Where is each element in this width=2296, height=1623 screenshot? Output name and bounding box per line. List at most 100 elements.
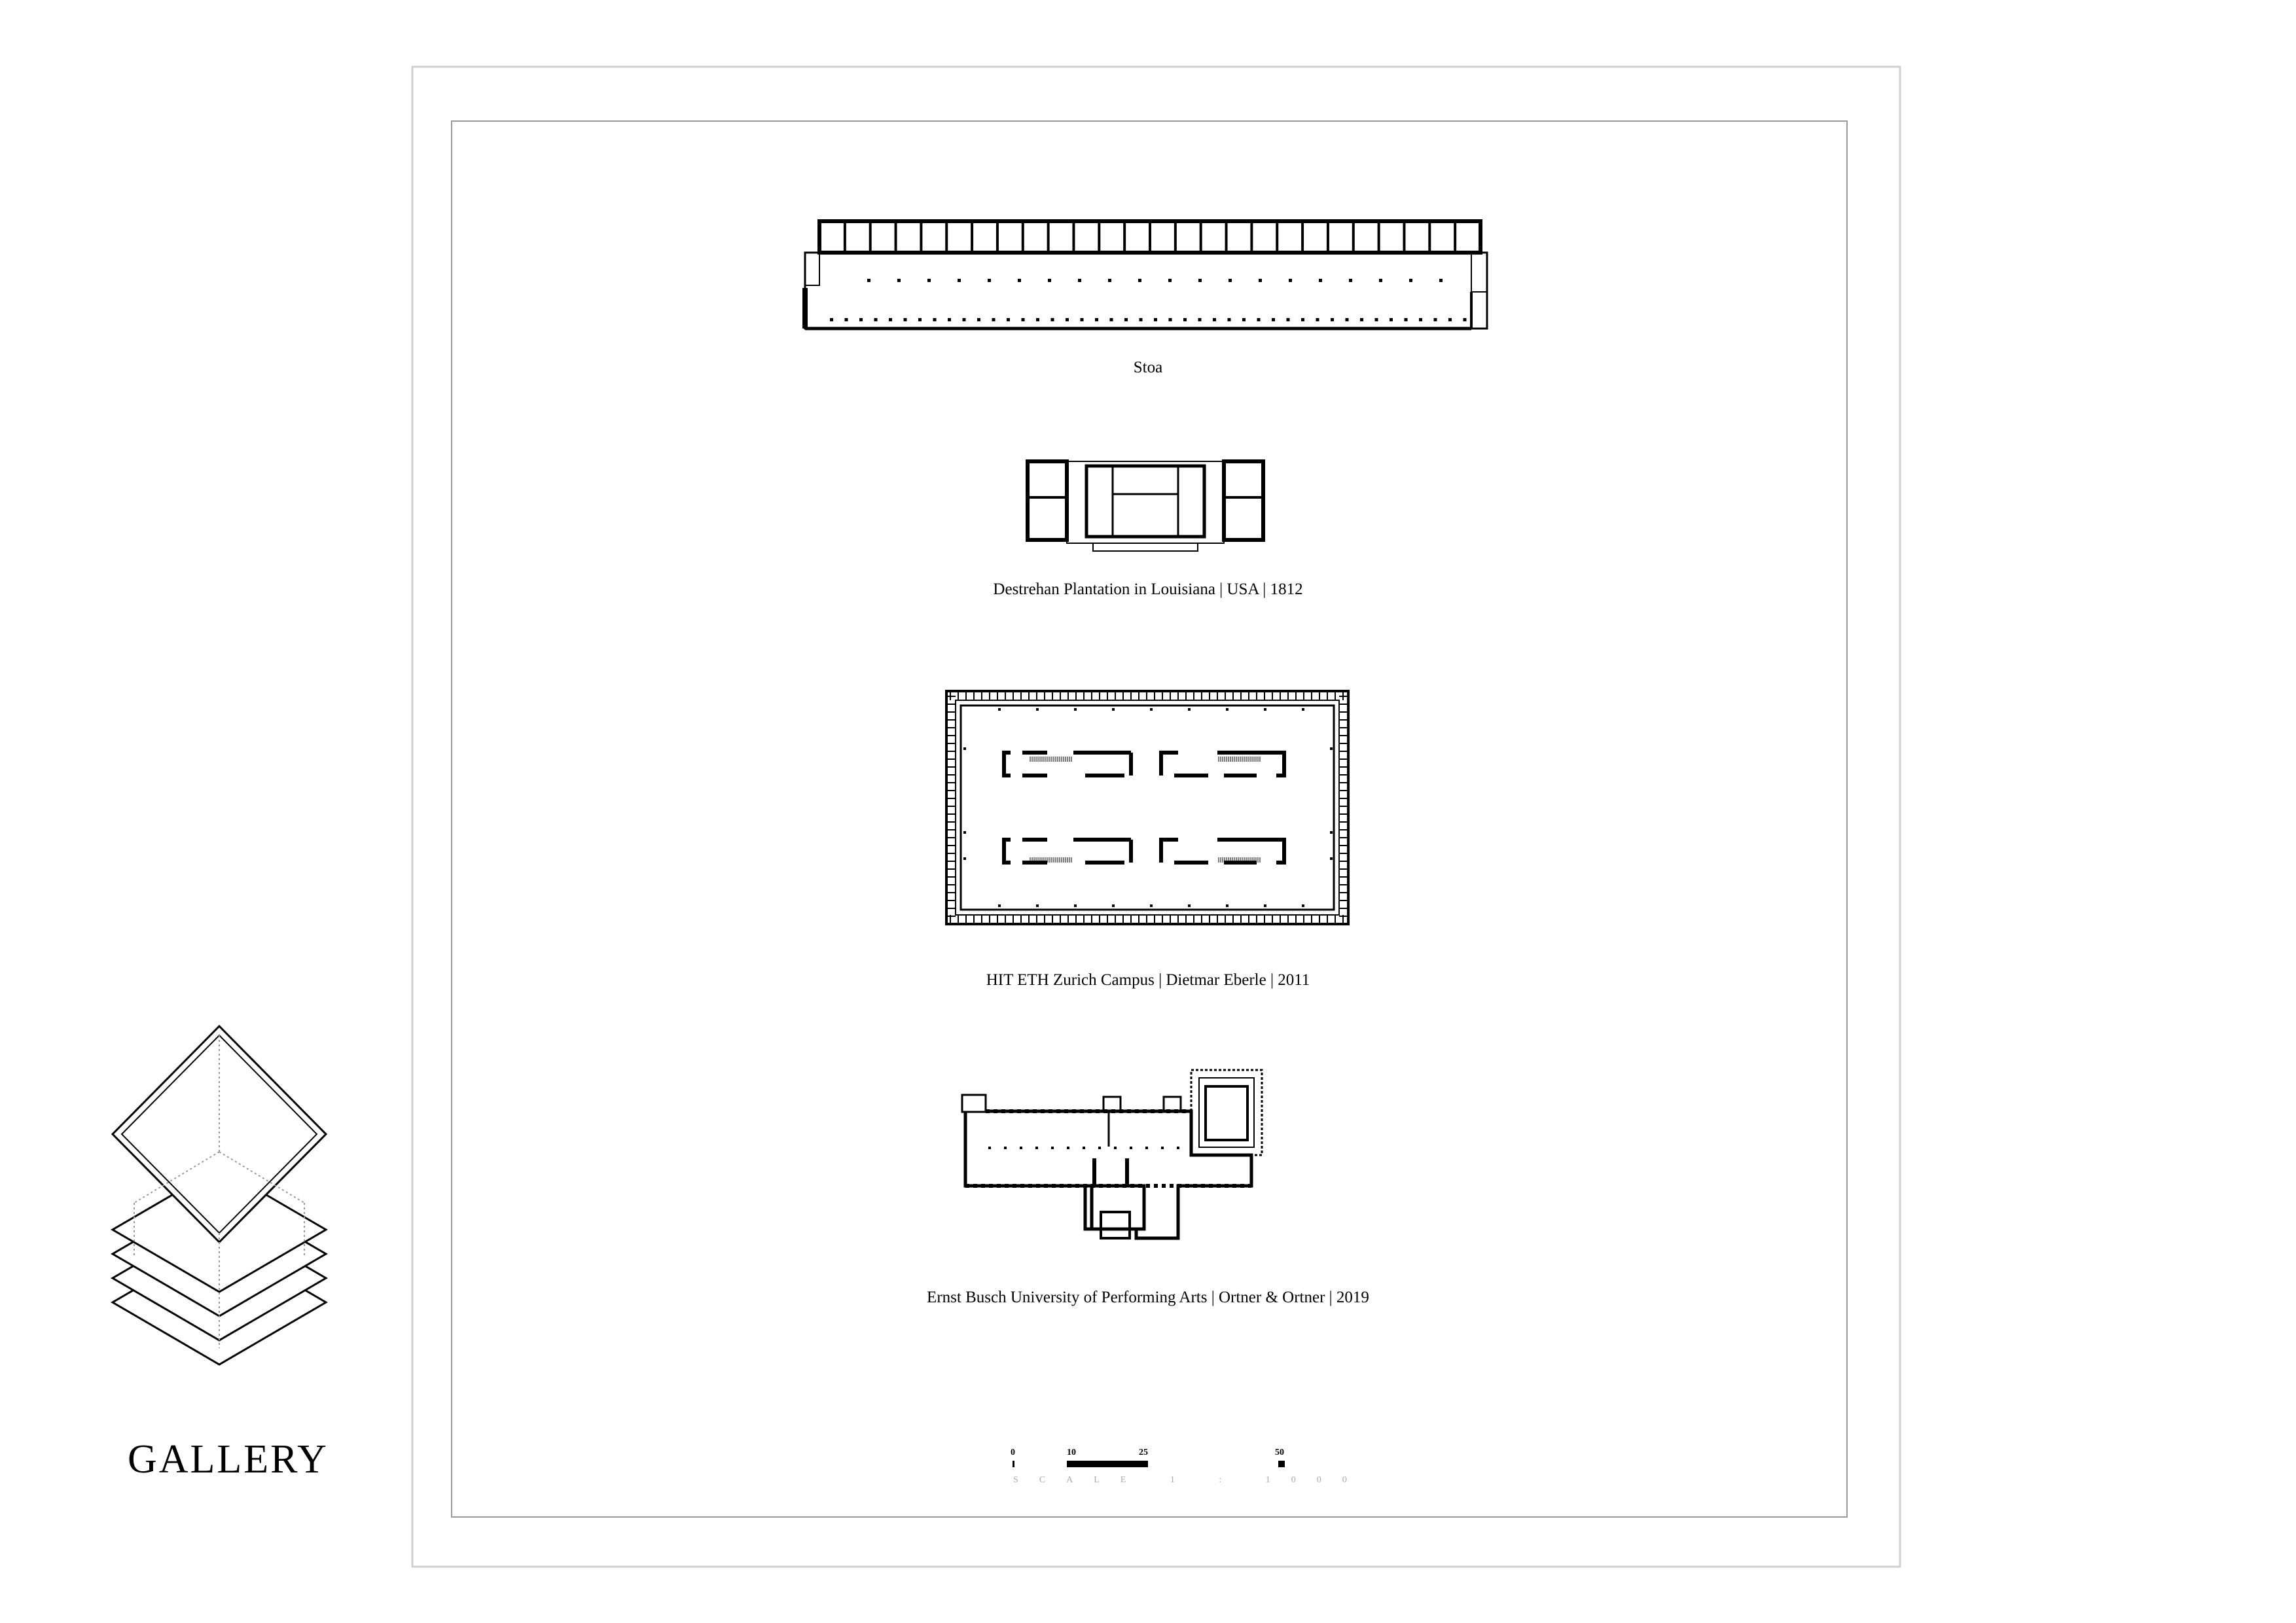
stoa-column — [918, 318, 922, 321]
hit-column — [1226, 708, 1229, 711]
destrehan-gallery — [1066, 461, 1225, 544]
stoa-column — [844, 318, 848, 321]
stoa-column — [1448, 318, 1452, 321]
ernst-south-wing — [1083, 1184, 1146, 1231]
hit-column — [1074, 708, 1077, 711]
stoa-column — [874, 318, 878, 321]
hit-column — [1188, 708, 1191, 711]
scale-bar — [1013, 1461, 1285, 1467]
stoa-column — [867, 279, 870, 282]
hit-core-walls — [1002, 751, 1286, 865]
stoa-column — [1018, 279, 1021, 282]
hit-column — [1302, 708, 1304, 711]
hit-stairs — [1030, 757, 1261, 863]
hit-column — [1188, 904, 1191, 907]
stoa-column — [1229, 279, 1232, 282]
ernst-column — [1098, 1147, 1101, 1149]
hit-core — [1159, 838, 1178, 863]
hit-column — [1302, 904, 1304, 907]
stoa-column — [1138, 279, 1141, 282]
ernst-column — [1130, 1147, 1132, 1149]
stoa-east-wing — [1471, 252, 1488, 293]
scale-tick-0 — [1013, 1461, 1014, 1467]
hit-column — [998, 708, 1001, 711]
destrehan-west-pavilion — [1026, 459, 1069, 542]
stoa-column — [830, 318, 833, 321]
hit-inner-edge — [955, 700, 1340, 916]
ernst-busch-plan — [961, 1069, 1263, 1240]
stoa-column — [1213, 318, 1216, 321]
ernst-column — [1020, 1147, 1022, 1149]
hit-column — [963, 747, 966, 750]
hit-column — [1036, 904, 1039, 907]
plan-caption-destrehan: Destrehan Plantation in Louisiana | USA … — [993, 580, 1303, 598]
stoa-column — [1360, 318, 1363, 321]
hit-column — [1074, 904, 1077, 907]
stoa-column — [1078, 279, 1081, 282]
hit-core — [1276, 751, 1286, 777]
stoa-column — [933, 318, 937, 321]
stoa-west-wing — [804, 252, 820, 286]
ernst-north-bay-2 — [1162, 1096, 1182, 1113]
stoa-column — [1289, 279, 1292, 282]
stoa-column — [1242, 318, 1246, 321]
stoa-column — [1124, 318, 1128, 321]
stoa-column — [1050, 318, 1054, 321]
hit-column — [963, 857, 966, 860]
stoa-column — [1095, 318, 1098, 321]
ernst-column — [1145, 1147, 1148, 1149]
stoa-column — [1433, 318, 1437, 321]
stoa-column — [1349, 279, 1352, 282]
stoa-column — [1404, 318, 1408, 321]
hit-core — [1002, 838, 1011, 865]
stoa-column — [1198, 318, 1202, 321]
stoa-column — [1259, 279, 1262, 282]
stoa-column — [1463, 318, 1467, 321]
stoa-column — [1154, 318, 1157, 321]
hit-column — [1330, 747, 1333, 750]
ernst-column — [1051, 1147, 1054, 1149]
hit-columns — [963, 708, 1333, 907]
stoa-column — [1021, 318, 1025, 321]
ernst-theatre-inner — [1198, 1077, 1255, 1148]
stoa-column — [962, 318, 966, 321]
ernst-column — [988, 1147, 991, 1149]
hit-column — [1330, 857, 1333, 860]
stoa-column — [897, 279, 901, 282]
stoa-column — [927, 279, 931, 282]
ernst-stage — [1204, 1085, 1249, 1141]
hit-column — [1330, 831, 1333, 834]
stoa-column — [988, 279, 991, 282]
hit-column — [1264, 904, 1266, 907]
stoa-column — [1319, 279, 1322, 282]
stoa-column — [859, 318, 863, 321]
stoa-column — [903, 318, 907, 321]
stoa-column — [1439, 279, 1443, 282]
stoa-column — [1109, 318, 1113, 321]
stoa-column — [1409, 279, 1412, 282]
scale-tick-50 — [1278, 1461, 1285, 1467]
hit-column — [1226, 904, 1229, 907]
plan-caption-hit-eth: HIT ETH Zurich Campus | Dietmar Eberle |… — [986, 971, 1310, 989]
hit-facade-mullions — [946, 691, 1348, 924]
scale-tick-label-0: 0 — [1011, 1448, 1015, 1457]
stoa-column — [1168, 318, 1172, 321]
scale-tick-label-25: 25 — [1139, 1448, 1148, 1457]
stoa-column — [1198, 279, 1202, 282]
stoa-column — [1379, 279, 1382, 282]
hit-core — [1002, 751, 1011, 777]
stoa-column — [977, 318, 980, 321]
stoa-column — [1345, 318, 1349, 321]
ernst-column — [1083, 1147, 1085, 1149]
stoa-column — [1316, 318, 1319, 321]
stoa-column — [1301, 318, 1304, 321]
hit-outer-colonnade — [945, 690, 1350, 925]
stoa-column — [1257, 318, 1261, 321]
stoa-column — [1286, 318, 1290, 321]
stoa-inner-columns — [867, 279, 1443, 282]
stoa-column — [958, 279, 961, 282]
ernst-theatre-outer — [1190, 1069, 1263, 1156]
stoa-column — [1419, 318, 1422, 321]
stoa-column — [1183, 318, 1187, 321]
hit-core — [1276, 838, 1286, 865]
